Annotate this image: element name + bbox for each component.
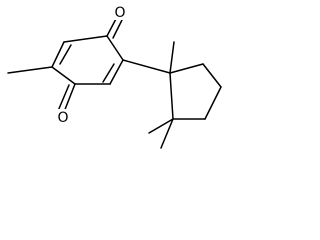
bond-ring-cyclopentyl bbox=[122, 59, 171, 74]
structure-canvas: O O bbox=[0, 0, 237, 158]
bond-methyl-q2b bbox=[160, 118, 174, 149]
bond-c2-c3-double bbox=[102, 63, 115, 83]
atom-o1-background bbox=[113, 4, 127, 20]
atom-o2-background bbox=[56, 109, 70, 125]
atom-o2-label: O bbox=[57, 110, 68, 126]
atom-o1-label: O bbox=[114, 5, 125, 21]
bond-c4-c5 bbox=[51, 66, 76, 85]
bond-c1-o1-double bbox=[112, 17, 124, 39]
bond-c4-o2-double bbox=[57, 84, 70, 112]
bond-cp-5 bbox=[169, 72, 174, 120]
bond-methyl bbox=[7, 66, 53, 74]
bond-methyl-q2a bbox=[148, 118, 174, 134]
bond-c4-o2 bbox=[63, 83, 76, 113]
bond-methyl-q1 bbox=[169, 41, 175, 74]
bond-cp-3 bbox=[204, 86, 222, 120]
bond-c6-c1 bbox=[63, 35, 108, 43]
molecule-structure: O O bbox=[7, 4, 222, 149]
bond-c5-c6-double bbox=[59, 44, 72, 65]
bond-c1-c2 bbox=[106, 35, 124, 61]
bond-cp-1 bbox=[169, 63, 204, 74]
bond-c5-c6 bbox=[51, 41, 65, 68]
bond-cp-2 bbox=[202, 63, 222, 88]
bond-c2-c3 bbox=[109, 59, 124, 85]
